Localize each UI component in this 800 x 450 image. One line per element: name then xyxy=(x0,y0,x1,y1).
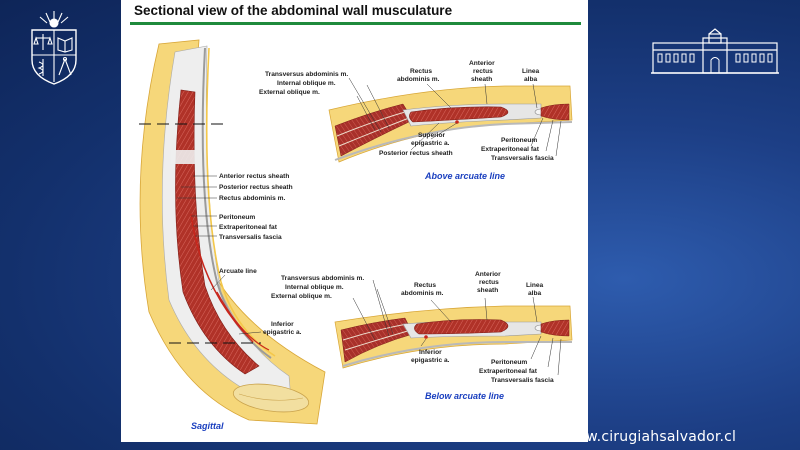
above-label-anterior-line1: Anterior xyxy=(469,60,495,67)
below-label-peritoneum: Peritoneum xyxy=(491,359,527,366)
above-label-transversalis-fascia: Transversalis fascia xyxy=(491,155,554,162)
caption-sagittal: Sagittal xyxy=(191,421,224,431)
label-transversalis-fascia: Transversalis fascia xyxy=(219,234,282,241)
above-label-superior-line1: Superior xyxy=(418,132,446,139)
compass-icon xyxy=(58,56,72,76)
below-label-internal-oblique: Internal oblique m. xyxy=(285,284,344,291)
caption-below-arcuate-line: Below arcuate line xyxy=(425,391,504,401)
above-label-linea-line1: Linea xyxy=(522,68,540,75)
sun-rays-icon xyxy=(39,11,69,28)
below-label-anterior-line1: Anterior xyxy=(475,271,501,278)
below-label-external-oblique: External oblique m. xyxy=(271,293,332,300)
caption-above-arcuate-line: Above arcuate line xyxy=(424,171,505,181)
below-label-linea-line1: Linea xyxy=(526,282,544,289)
figure-title: Sectional view of the abdominal wall mus… xyxy=(134,3,453,18)
above-label-superior-line2: epigastric a. xyxy=(411,140,450,147)
below-label-transversalis-fascia: Transversalis fascia xyxy=(491,377,554,384)
below-label-transversus: Transversus abdominis m. xyxy=(281,275,364,282)
above-label-peritoneum: Peritoneum xyxy=(501,137,537,144)
above-label-rectus-line1: Rectus xyxy=(410,68,432,75)
abdominal-wall-diagram: Anterior rectus sheath Posterior rectus … xyxy=(139,39,573,431)
below-label-extraperitoneal-fat: Extraperitoneal fat xyxy=(479,368,538,375)
book-icon xyxy=(57,37,73,53)
below-label-linea-line2: alba xyxy=(528,290,542,297)
label-inferior-epigastric-line1: Inferior xyxy=(271,321,294,328)
above-label-anterior-line2: rectus xyxy=(473,68,493,75)
label-extraperitoneal-fat: Extraperitoneal fat xyxy=(219,224,278,231)
label-inferior-epigastric-line2: epigastric a. xyxy=(263,329,302,336)
section-above-arcuate-line: Transversus abdominis m. Internal obliqu… xyxy=(259,60,573,181)
below-label-rectus-line1: Rectus xyxy=(414,282,436,289)
caduceus-icon xyxy=(37,59,44,76)
label-posterior-rectus-sheath: Posterior rectus sheath xyxy=(219,184,293,191)
above-label-transversus: Transversus abdominis m. xyxy=(265,71,348,78)
scales-icon xyxy=(33,34,53,50)
figure-panel: Sectional view of the abdominal wall mus… xyxy=(121,0,588,442)
above-label-posterior-sheath: Posterior rectus sheath xyxy=(379,150,453,157)
university-seal-logo xyxy=(31,11,77,85)
above-label-linea-line2: alba xyxy=(524,76,538,83)
section-below-arcuate-line: Transversus abdominis m. Internal obliqu… xyxy=(271,271,573,401)
hospital-building-logo xyxy=(651,28,779,74)
title-divider xyxy=(130,22,581,25)
website-url: www.cirugiahsalvador.cl xyxy=(563,429,737,445)
above-label-anterior-line3: sheath xyxy=(471,76,492,83)
below-label-anterior-line3: sheath xyxy=(477,287,498,294)
above-label-internal-oblique: Internal oblique m. xyxy=(277,80,336,87)
sagittal-section: Anterior rectus sheath Posterior rectus … xyxy=(139,39,326,431)
above-label-external-oblique: External oblique m. xyxy=(259,89,320,96)
above-label-rectus-line2: abdominis m. xyxy=(397,76,440,83)
below-label-rectus-line2: abdominis m. xyxy=(401,290,444,297)
label-arcuate-line: Arcuate line xyxy=(219,268,257,275)
label-peritoneum: Peritoneum xyxy=(219,214,255,221)
below-label-inferior-line2: epigastric a. xyxy=(411,357,450,364)
below-label-inferior-line1: Inferior xyxy=(419,349,442,356)
label-rectus-abdominis: Rectus abdominis m. xyxy=(219,195,285,202)
above-label-extraperitoneal-fat: Extraperitoneal fat xyxy=(481,146,540,153)
label-anterior-rectus-sheath: Anterior rectus sheath xyxy=(219,173,289,180)
below-label-anterior-line2: rectus xyxy=(479,279,499,286)
